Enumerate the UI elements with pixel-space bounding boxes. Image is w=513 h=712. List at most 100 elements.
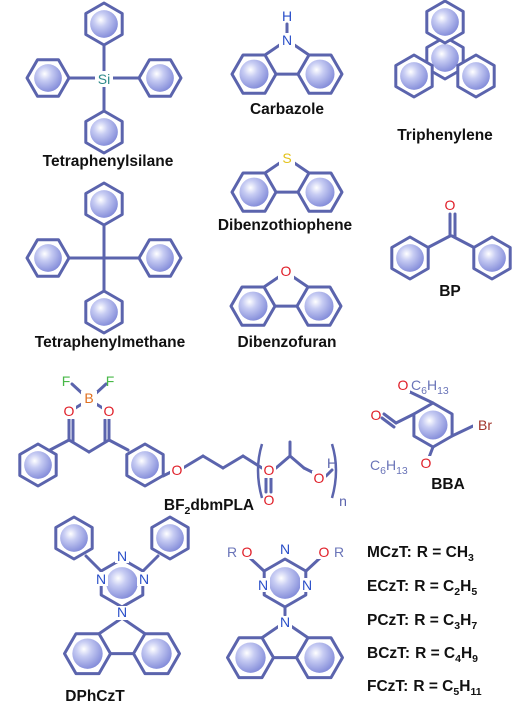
aromatic-ball	[34, 64, 62, 92]
peg-chain	[221, 454, 245, 470]
triphenylene-ring-left	[394, 53, 434, 99]
boron-atom: B	[84, 390, 93, 406]
bba-o-bond	[408, 390, 435, 405]
triphenylene-ring-top	[425, 0, 465, 45]
aromatic-ball	[396, 244, 424, 272]
aromatic-ball	[146, 64, 174, 92]
carbonyl-o-atom: O	[264, 492, 275, 508]
series-list: MCzT:R = CH3 ECzT:R = C2H5 PCzT:R = C3H7…	[367, 544, 482, 698]
dibenzofuran-o-atom: O	[281, 263, 292, 279]
tps-ring-top	[84, 1, 124, 47]
aromatic-ball	[60, 524, 88, 552]
rczt-carbazole-n-atom: N	[280, 614, 290, 630]
bba-hexyl-top: C6H13	[411, 377, 449, 397]
dphczt-n-atom-right: N	[139, 571, 149, 587]
dphczt-bond	[84, 554, 103, 573]
rczt-o-bond	[248, 556, 266, 573]
aromatic-ball	[24, 451, 52, 479]
dphczt-bond	[141, 554, 160, 573]
atom-labels: Si H N S O O F F B O O O O O O H n O C6H…	[62, 8, 497, 630]
rczt-n-atom-left: N	[258, 577, 268, 593]
aromatic-ball	[146, 244, 174, 272]
dphczt-phenyl-left	[54, 515, 94, 561]
bromine-atom: Br	[478, 417, 492, 433]
tpm-ring-top	[84, 181, 124, 227]
lactide-chain	[288, 454, 306, 470]
aromatic-ball	[431, 8, 459, 36]
fluorine-atom-right: F	[106, 373, 115, 389]
carbazole-h-atom: H	[282, 8, 292, 24]
lactide-chain	[274, 454, 292, 470]
ether-o-atom: O	[172, 462, 183, 478]
series-mczt: MCzT:R = CH3	[367, 544, 474, 564]
bf2-ring-right	[125, 442, 165, 488]
dibenzofuran-ring-right	[295, 285, 343, 327]
dibenzothiophene-ring-left	[230, 171, 278, 213]
dibenzofuran-label: Dibenzofuran	[237, 334, 336, 351]
dphczt-n-atom-top: N	[117, 548, 127, 564]
bp-bond	[425, 234, 452, 250]
peg-chain	[181, 454, 205, 470]
aromatic-ball	[478, 244, 506, 272]
dphczt-carbazole-n-atom: N	[117, 604, 127, 620]
aromatic-ball	[269, 567, 301, 599]
tetraphenylsilane-label: Tetraphenylsilane	[43, 153, 174, 170]
bf2-aryl-bond	[107, 438, 130, 452]
r-group-right: R	[334, 544, 344, 560]
triphenylene-ring-right	[456, 53, 496, 99]
aromatic-ball	[90, 298, 118, 326]
dphczt-n-atom-left: N	[96, 571, 106, 587]
aromatic-ball	[305, 177, 335, 207]
carbazole-label: Carbazole	[250, 101, 324, 118]
bf2-ring-left	[18, 442, 58, 488]
bba-aldehyde-bond	[394, 412, 416, 425]
aromatic-ball	[90, 190, 118, 218]
dibenzothiophene-s-atom: S	[282, 150, 291, 166]
bba-aldehyde-o-atom: O	[371, 407, 382, 423]
bp-bond	[450, 234, 477, 250]
aromatic-ball	[72, 638, 103, 669]
oh-bond	[324, 468, 334, 478]
aromatic-ball	[141, 638, 172, 669]
triphenylene-ring-center	[425, 35, 465, 81]
terminal-o-atom: O	[314, 470, 325, 486]
bf2-o-atom-left: O	[64, 403, 75, 419]
rczt-o-bond	[304, 556, 322, 573]
tps-ring-right	[137, 58, 183, 98]
bf2dbmpla-label: BF2dbmPLA	[164, 497, 254, 517]
fluorine-atom-left: F	[62, 373, 71, 389]
carbazole-n-atom: N	[282, 32, 292, 48]
bba-aldehyde-co	[380, 416, 396, 429]
tpm-ring-bottom	[84, 289, 124, 335]
repeat-n-subscript: n	[339, 493, 347, 509]
aromatic-ball	[90, 118, 118, 146]
bba-aldehyde-co	[382, 412, 398, 425]
rczt-o-atom-left: O	[242, 544, 253, 560]
dibenzothiophene-ring-right	[296, 171, 344, 213]
r-group-left: R	[227, 544, 237, 560]
aromatic-ball	[34, 244, 62, 272]
dphczt-carbazole-bond	[120, 616, 147, 636]
dibenzofuran-ring-left	[229, 285, 277, 327]
repeat-paren-left	[256, 443, 264, 499]
bp-ring-right	[472, 235, 512, 281]
tpm-ring-left	[25, 238, 71, 278]
rczt-n-atom-top: N	[280, 541, 290, 557]
aromatic-ball	[239, 59, 269, 89]
aromatic-ball	[131, 451, 159, 479]
rczt-o-atom-right: O	[319, 544, 330, 560]
tps-ring-left	[25, 58, 71, 98]
aromatic-ball	[400, 62, 428, 90]
bf2-aryl-bond	[48, 438, 71, 452]
dphczt-phenyl-right	[150, 515, 190, 561]
tetraphenylmethane-label: Tetraphenylmethane	[35, 334, 186, 351]
peg-chain	[201, 454, 225, 470]
bba-hexyl-bottom: C6H13	[370, 457, 408, 477]
silicon-atom: Si	[98, 71, 110, 87]
rczt-triazine	[262, 557, 308, 609]
terminal-h-atom: H	[327, 455, 337, 471]
dphczt-label: DPhCzT	[65, 688, 125, 705]
tps-ring-bottom	[84, 109, 124, 155]
aromatic-ball	[235, 642, 266, 673]
dphczt-carbazole-bond	[97, 616, 124, 636]
